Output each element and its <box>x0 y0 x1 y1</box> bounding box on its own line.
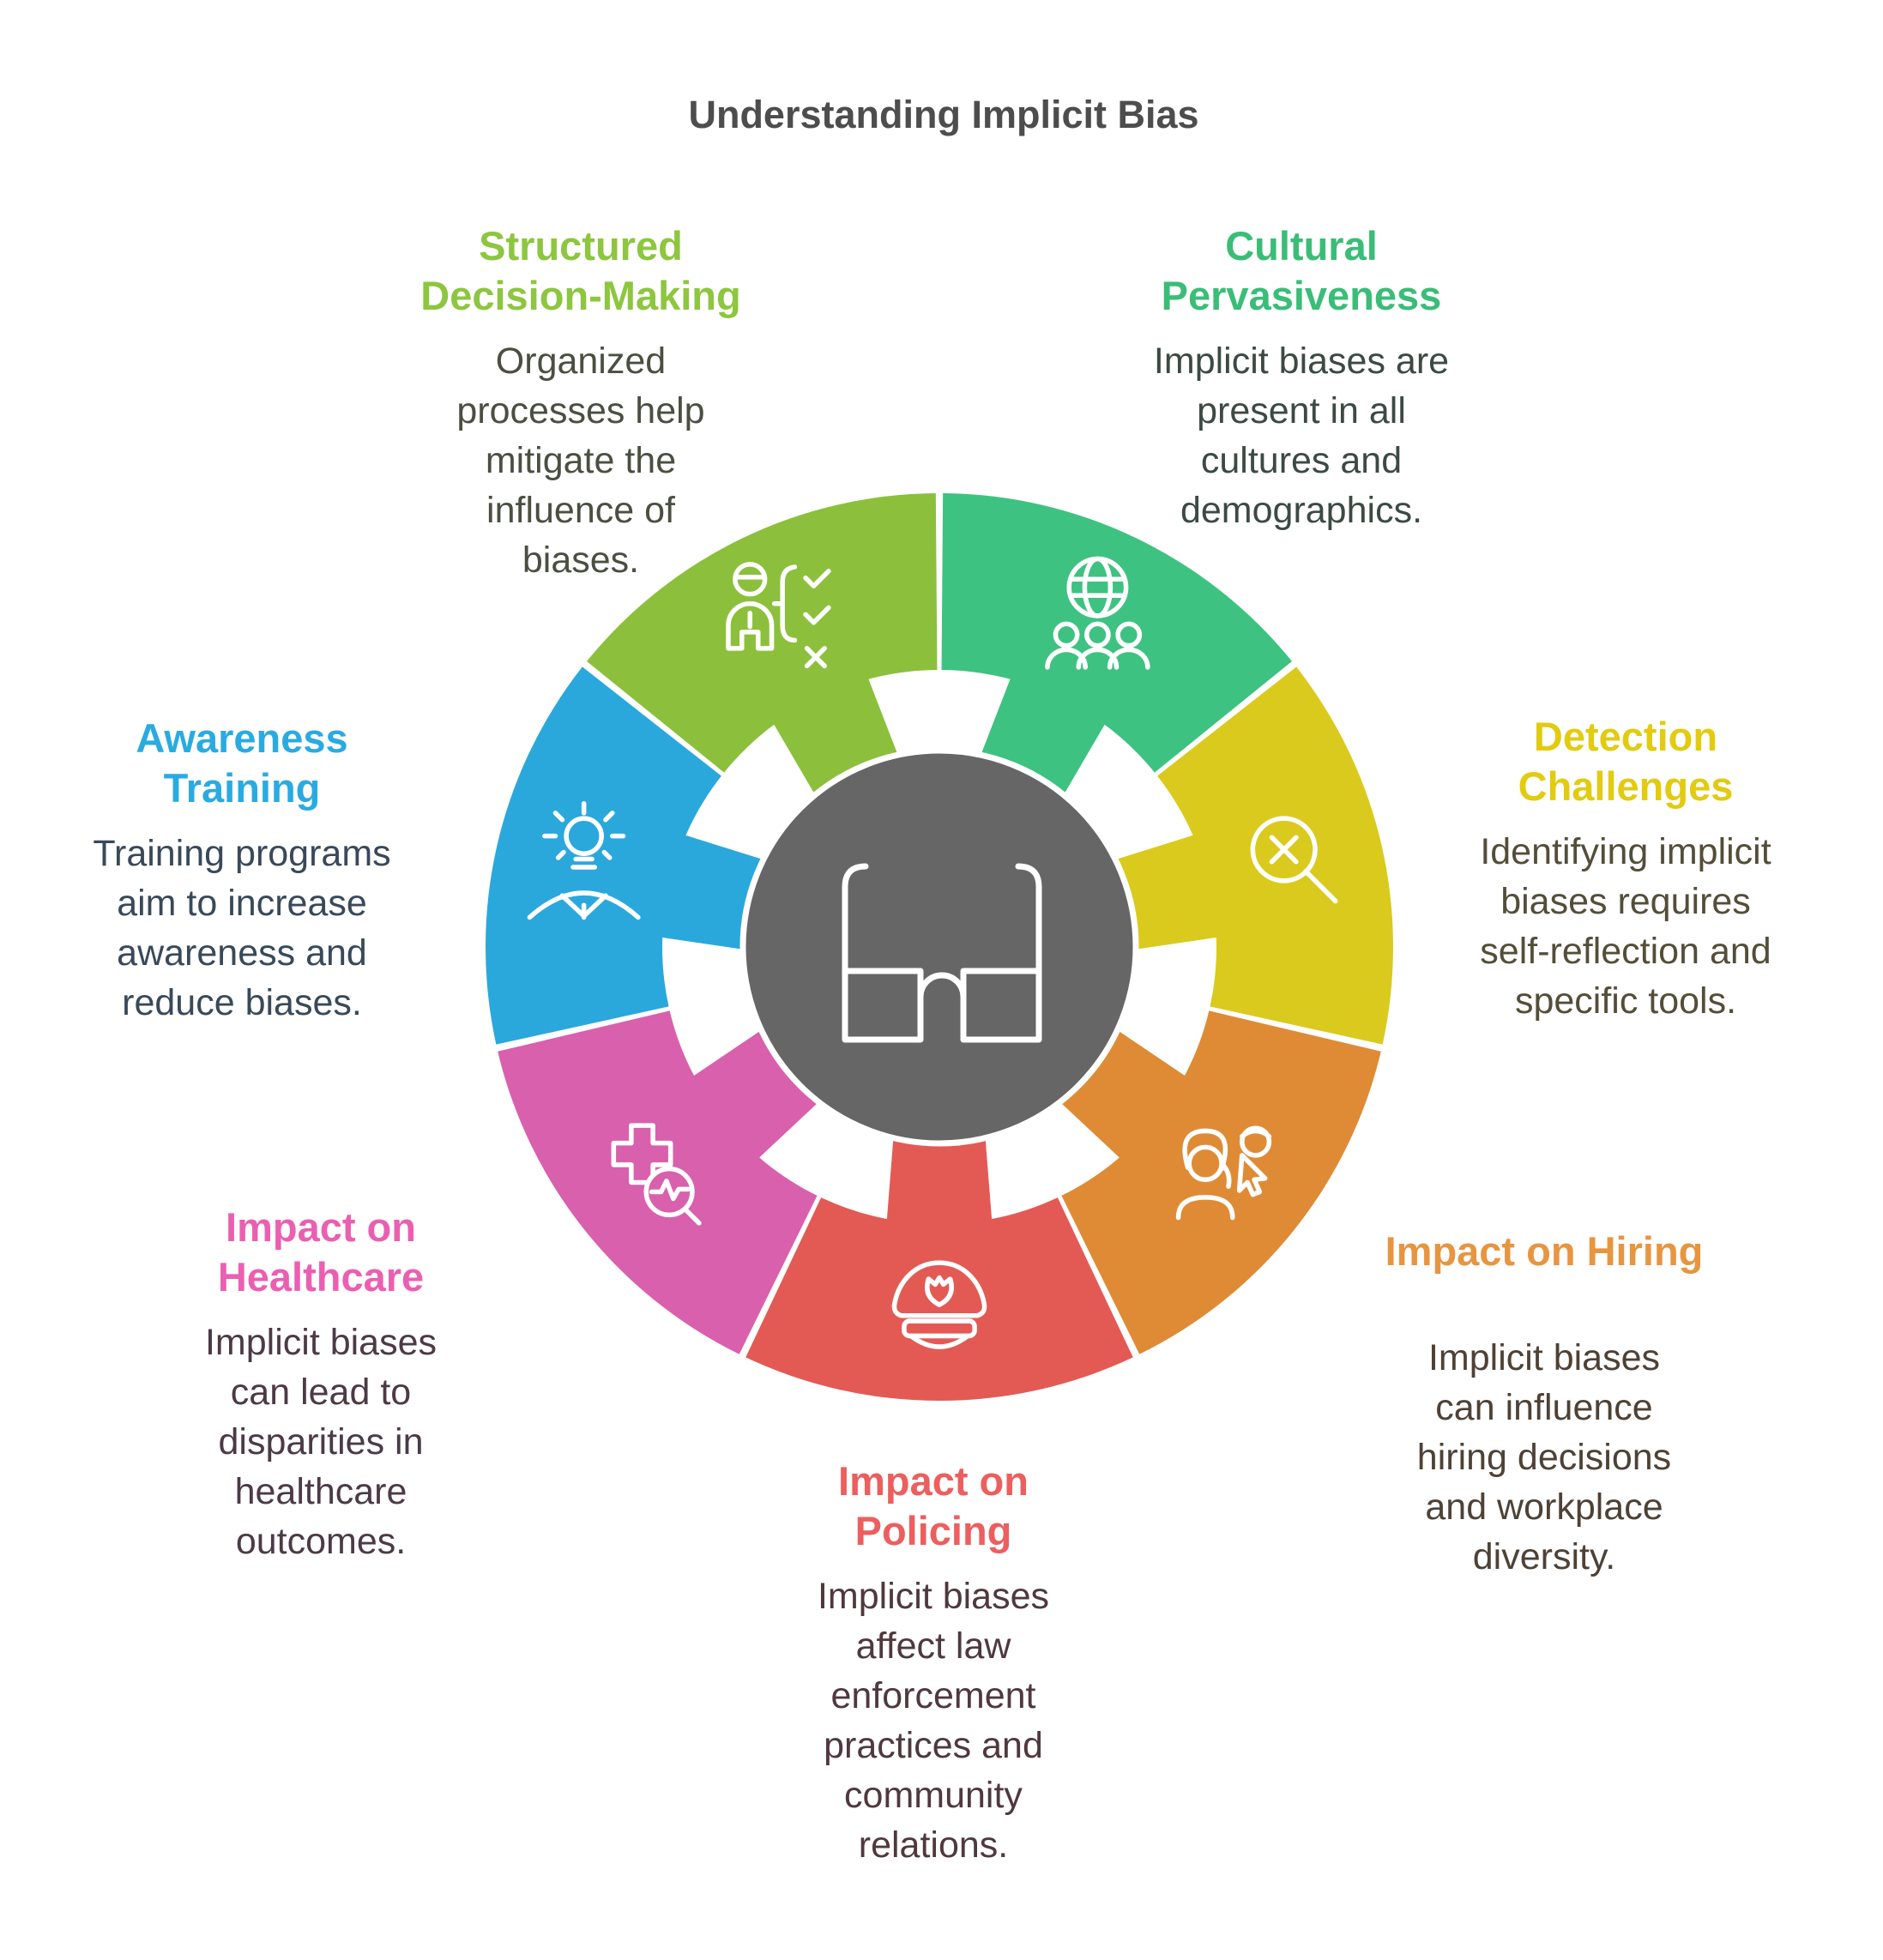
section-heading: Impact on Hiring <box>1385 1228 1704 1274</box>
section-label-awareness-training: Awareness Training Training programs aim… <box>0 698 508 1043</box>
section-label-structured-decision-making: Structured Decision-Making Organized pro… <box>332 206 830 600</box>
section-label-detection-challenges: Detection Challenges Identifying implici… <box>1373 697 1879 1041</box>
wheel-segment-impact-on-policing <box>745 1197 1133 1401</box>
section-heading: Cultural Pervasiveness <box>1161 223 1442 318</box>
section-label-impact-on-policing: Impact on Policing Implicit biases affec… <box>693 1441 1174 1885</box>
section-label-impact-on-hiring: Impact on Hiring Implicit biases can inf… <box>1304 1211 1784 1597</box>
section-description: Implicit biases can lead to disparities … <box>204 1322 438 1562</box>
section-description: Training programs aim to increase awaren… <box>93 833 391 1023</box>
implicit-bias-wheel <box>485 493 1394 1401</box>
section-heading: Detection Challenges <box>1518 714 1734 809</box>
section-heading: Impact on Policing <box>838 1458 1029 1553</box>
section-label-cultural-pervasiveness: Cultural Pervasiveness Implicit biases a… <box>1053 206 1550 551</box>
glasses-icon <box>842 863 1042 1043</box>
section-description: Implicit biases affect law enforcement p… <box>817 1576 1050 1866</box>
wheel-segment-awareness-training <box>485 666 721 1045</box>
wheel-spoke-impact-on-policing <box>885 1138 993 1243</box>
section-description: Implicit biases can influence hiring dec… <box>1416 1337 1672 1577</box>
section-heading: Impact on Healthcare <box>217 1204 425 1300</box>
section-description: Identifying implicit biases requires sel… <box>1480 831 1771 1022</box>
section-label-impact-on-healthcare: Impact on Healthcare Implicit biases can… <box>81 1187 561 1582</box>
wheel-center-circle <box>739 747 1139 1147</box>
section-description: Implicit biases are present in all cultu… <box>1153 341 1450 531</box>
wheel-segment-structured-decision-making <box>587 493 938 773</box>
wheel-segment-impact-on-hiring <box>1061 1010 1381 1354</box>
section-heading: Awareness Training <box>136 715 348 811</box>
section-heading: Structured Decision-Making <box>420 223 741 318</box>
page-title: Understanding Implicit Bias <box>688 93 1199 136</box>
section-description: Organized processes help mitigate the in… <box>456 341 705 581</box>
